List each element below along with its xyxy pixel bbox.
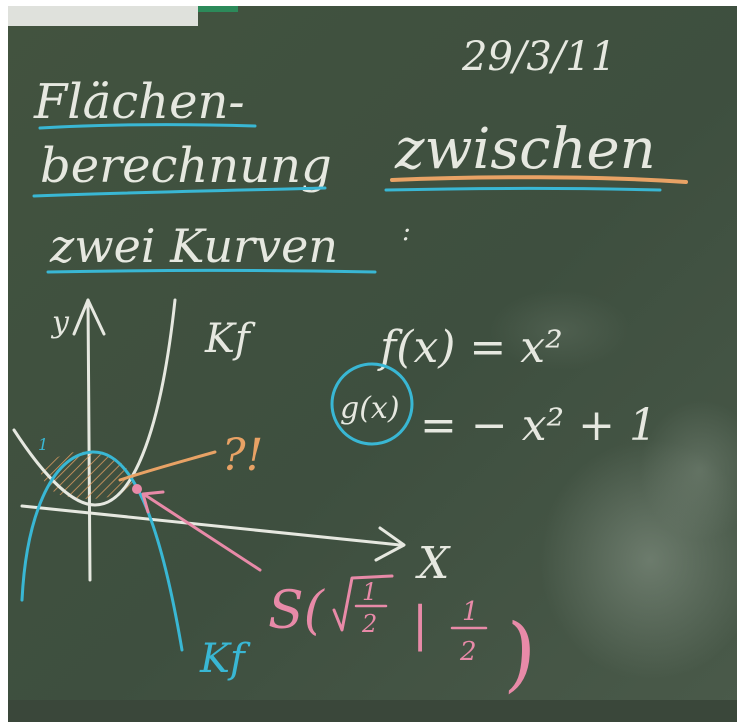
kf-label: Kf <box>204 316 256 362</box>
y-axis-label: y <box>50 305 70 340</box>
parabola-kg <box>20 450 184 652</box>
wall-strip <box>8 6 198 26</box>
x-denominator: 2 <box>361 610 377 638</box>
title-zwischen: zwischen <box>394 117 656 182</box>
y-numerator: 1 <box>462 597 479 627</box>
intersection-arrow-head <box>141 490 165 514</box>
x-numerator: 1 <box>362 578 377 606</box>
intersection-prefix: S( <box>268 581 326 641</box>
zwischen-underline-blue <box>384 187 662 192</box>
sqrt-sign <box>332 574 394 632</box>
g-rhs: = − x² + 1 <box>420 400 657 451</box>
title-underline-blue <box>32 186 327 198</box>
g-circle <box>330 362 414 446</box>
eraser-smudge <box>490 290 630 370</box>
x-axis-label: X <box>415 538 451 589</box>
title-line2: berechnung <box>40 138 332 194</box>
intersection-arrow <box>143 493 262 572</box>
x-axis-arrow <box>374 526 406 562</box>
zwischen-underline-orange <box>390 175 688 184</box>
question-mark: ?! <box>222 430 263 481</box>
board-ledge <box>8 700 737 722</box>
title-line1: Flächen- <box>33 74 245 130</box>
eraser-smudge <box>640 400 737 540</box>
title-underline-blue <box>46 269 377 274</box>
title-underline-blue <box>38 123 257 130</box>
parabola-kf <box>12 298 177 507</box>
date-text: 29/3/11 <box>461 34 616 80</box>
question-pointer <box>118 450 217 482</box>
title-colon: : <box>402 217 411 247</box>
title-line3: zwei Kurven <box>49 219 338 273</box>
kg-label: Kf <box>199 636 251 682</box>
g-name: g(x) <box>340 391 400 426</box>
y-axis-arrow <box>72 298 106 336</box>
intersection-point <box>132 484 142 494</box>
magnet <box>198 6 238 12</box>
f-definition: f(x) = x² <box>377 322 563 373</box>
x-axis <box>20 504 402 547</box>
y-one-label: 1 <box>38 435 48 454</box>
separator: | <box>412 596 428 652</box>
y-denominator: 2 <box>459 637 477 667</box>
y-axis <box>86 298 92 582</box>
